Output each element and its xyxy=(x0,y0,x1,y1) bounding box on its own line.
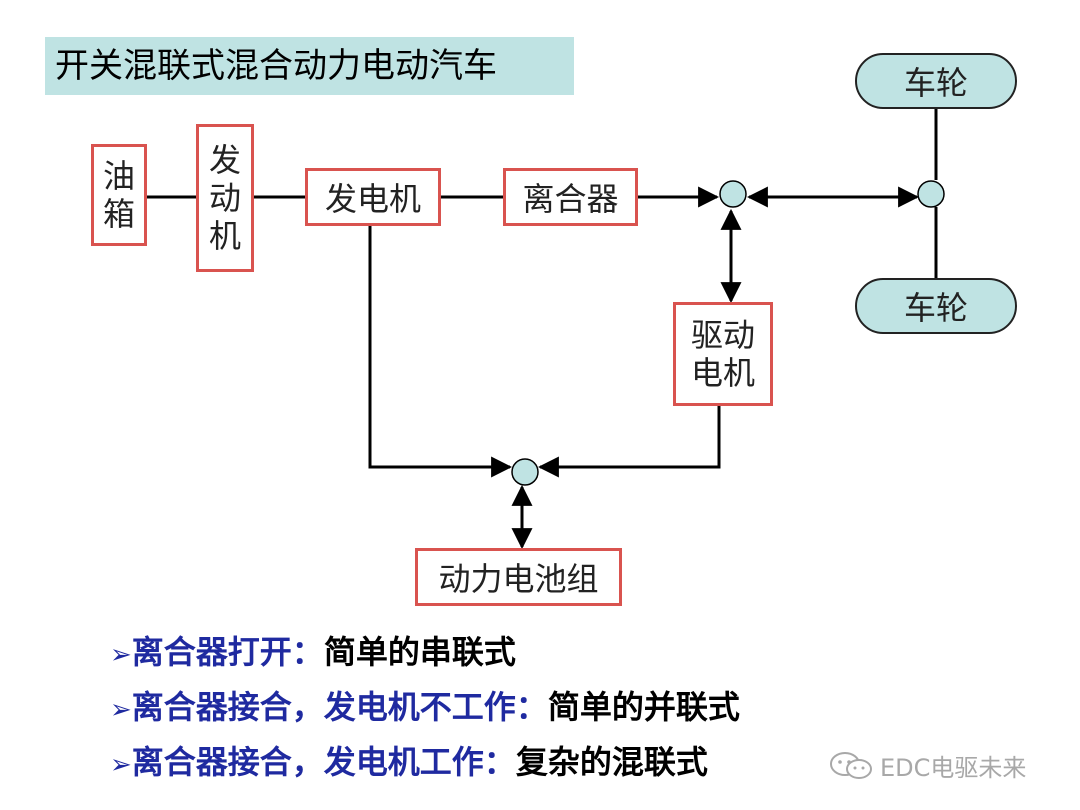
mode-result: 简单的串联式 xyxy=(323,633,516,671)
wheel-top: 车轮 xyxy=(855,53,1017,109)
engine-block: 发 动 机 xyxy=(196,124,254,272)
battery-block: 动力电池组 xyxy=(415,548,622,606)
drive-motor-block: 驱动 电机 xyxy=(673,302,773,406)
mode-result: 简单的并联式 xyxy=(547,688,740,726)
wechat-icon xyxy=(830,751,872,779)
bullet-arrow-icon: ➢ xyxy=(110,750,132,780)
fuel-tank-label-1: 油 xyxy=(102,157,135,195)
clutch-block: 离合器 xyxy=(503,168,638,226)
wheel-axle-node xyxy=(917,180,945,208)
drive-motor-label-2: 电机 xyxy=(690,354,755,392)
mode-condition: 离合器打开： xyxy=(131,633,324,671)
engine-label-2: 动 xyxy=(208,179,241,217)
wheel-bottom: 车轮 xyxy=(855,278,1017,334)
mode-notes: ➢离合器打开：简单的串联式 ➢离合器接合，发电机不工作：简单的并联式 ➢离合器接… xyxy=(110,625,740,790)
mode-condition: 离合器接合，发电机工作： xyxy=(131,743,516,781)
generator-block: 发电机 xyxy=(305,168,441,226)
fuel-tank-label-2: 箱 xyxy=(102,195,135,233)
coupling-node xyxy=(719,180,747,208)
watermark: EDC电驱未来 xyxy=(828,748,1026,783)
drive-motor-label-1: 驱动 xyxy=(690,316,755,354)
mode-condition: 离合器接合，发电机不工作： xyxy=(131,688,548,726)
mode-result: 复杂的混联式 xyxy=(515,743,708,781)
engine-label-1: 发 xyxy=(208,141,241,179)
bullet-arrow-icon: ➢ xyxy=(110,695,132,725)
battery-node xyxy=(511,458,539,486)
fuel-tank-block: 油 箱 xyxy=(91,144,147,246)
mode-note: ➢离合器接合，发电机不工作：简单的并联式 xyxy=(110,680,740,735)
bullet-arrow-icon: ➢ xyxy=(110,640,132,670)
engine-label-3: 机 xyxy=(208,217,241,255)
link-motor-battery-node xyxy=(537,406,721,478)
mode-note: ➢离合器打开：简单的串联式 xyxy=(110,625,740,680)
mode-note: ➢离合器接合，发电机工作：复杂的混联式 xyxy=(110,735,740,790)
link-generator-battery-node xyxy=(368,226,513,478)
page-title: 开关混联式混合动力电动汽车 xyxy=(45,37,574,95)
watermark-text: EDC电驱未来 xyxy=(880,754,1027,782)
